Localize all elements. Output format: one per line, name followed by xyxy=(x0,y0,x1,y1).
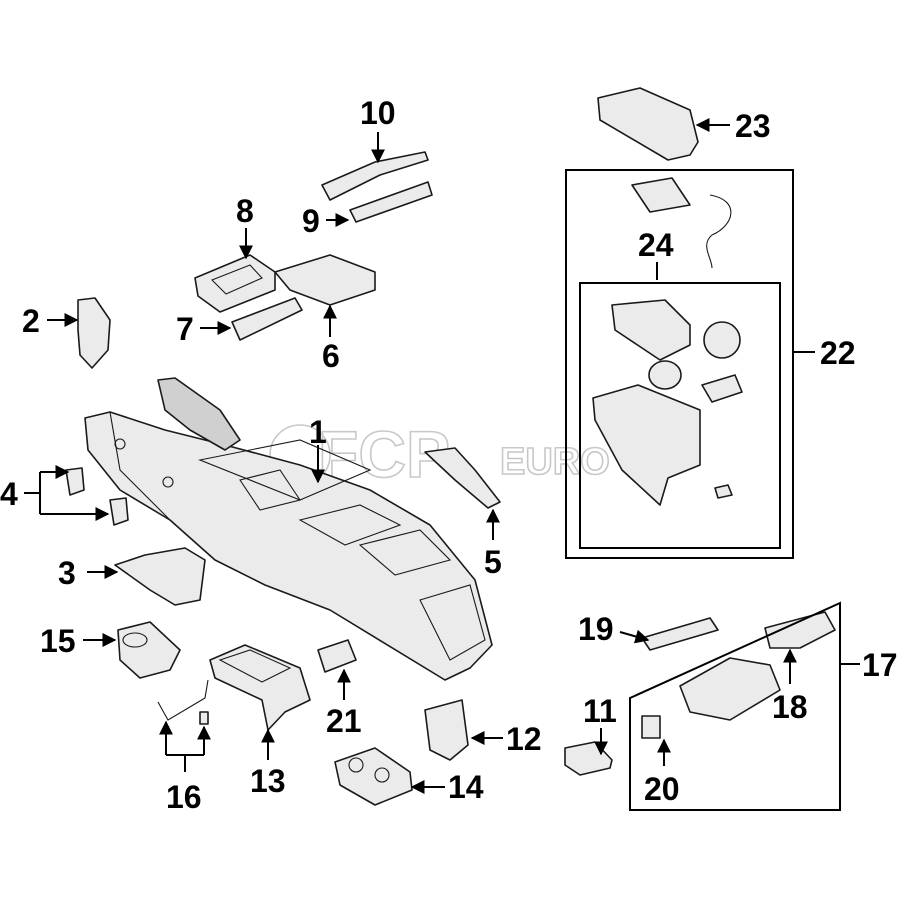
callout-17: 17 xyxy=(862,647,898,683)
pad-part-24 xyxy=(631,177,691,213)
armrest-base-part-22 xyxy=(592,384,701,506)
callout-16: 16 xyxy=(166,779,202,815)
switch-unit-part-14 xyxy=(334,747,413,806)
armrest-lid-part-23 xyxy=(597,87,699,161)
callout-10: 10 xyxy=(360,95,396,131)
watermark-suffix: EURO xyxy=(500,441,610,483)
callout-13: 13 xyxy=(250,763,286,799)
clip-part-20 xyxy=(641,715,661,739)
callout-2: 2 xyxy=(22,303,40,339)
callout-6: 6 xyxy=(322,338,340,374)
callout-22: 22 xyxy=(820,335,856,371)
group-box-24 xyxy=(579,282,781,549)
seal-part-22 xyxy=(701,374,743,403)
holder-part-11 xyxy=(564,741,613,776)
callout-4: 4 xyxy=(0,476,18,512)
callout-21: 21 xyxy=(326,703,362,739)
bolt-part-16 xyxy=(199,711,209,725)
switch-panel-part-8 xyxy=(194,254,276,313)
cup-holder-part-15 xyxy=(117,621,181,679)
leader-19 xyxy=(619,629,650,644)
callout-18: 18 xyxy=(772,689,808,725)
callout-8: 8 xyxy=(236,193,254,229)
callout-24: 24 xyxy=(638,227,674,263)
group-box-22 xyxy=(565,169,794,559)
center-console-part xyxy=(84,377,493,681)
callout-15: 15 xyxy=(40,623,76,659)
cap-part-22 xyxy=(648,360,682,390)
trim-strip-part-9 xyxy=(349,181,433,223)
clip-part-4b xyxy=(109,497,129,526)
plug-part-21 xyxy=(317,639,357,673)
leader-16-bracket xyxy=(166,754,204,772)
panel-part-12 xyxy=(424,699,469,761)
bracket-part-2 xyxy=(77,297,111,369)
callout-23: 23 xyxy=(735,108,771,144)
bracket-part-16 xyxy=(157,679,209,721)
tray-part-18 xyxy=(764,611,836,649)
trim-part-19 xyxy=(641,617,719,651)
callout-5: 5 xyxy=(484,544,502,580)
storage-bin-part-22 xyxy=(611,299,691,361)
group-box-17 xyxy=(629,601,841,811)
cover-part-13 xyxy=(209,644,311,731)
callout-14: 14 xyxy=(448,769,484,805)
callout-19: 19 xyxy=(578,611,614,647)
latch-part-22 xyxy=(714,484,733,499)
wire-harness-part-24 xyxy=(706,194,732,269)
trim-part-5 xyxy=(424,447,501,509)
callout-20: 20 xyxy=(644,771,680,807)
bracket-part-3 xyxy=(114,547,206,606)
clip-part-4a xyxy=(65,467,85,496)
callout-labels: 1 2 3 4 5 6 7 8 9 10 11 12 13 14 15 16 1… xyxy=(0,95,898,815)
tray-part-6 xyxy=(274,254,376,306)
frame-part-17 xyxy=(679,657,781,721)
callout-1: 1 xyxy=(309,414,327,450)
callout-12: 12 xyxy=(506,721,542,757)
trim-strip-part-7 xyxy=(231,297,303,341)
ring-part-22 xyxy=(703,321,741,359)
callout-9: 9 xyxy=(302,203,320,239)
callout-11: 11 xyxy=(583,693,617,729)
callout-7: 7 xyxy=(176,311,194,347)
callout-3: 3 xyxy=(58,555,76,591)
